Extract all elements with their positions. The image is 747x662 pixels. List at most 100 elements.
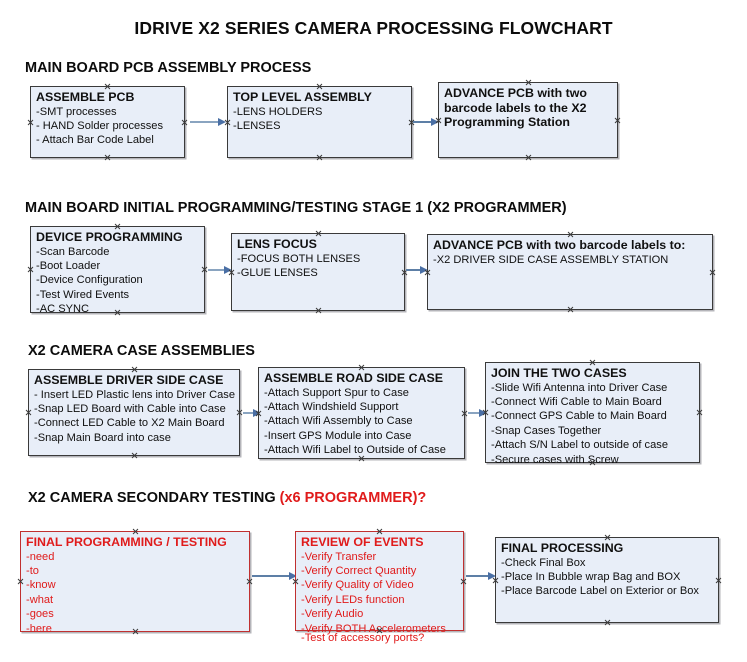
node-title: ASSEMBLE DRIVER SIDE CASE (34, 373, 224, 387)
resize-handle-top[interactable] (132, 528, 139, 535)
section-heading-4-accent: (x6 PROGRAMMER)? (279, 490, 427, 506)
node-title: ADVANCE PCB with two barcode labels to: (433, 238, 686, 252)
node-advance-pcb-stage1[interactable]: ADVANCE PCB with two barcode labels to t… (438, 82, 618, 158)
resize-handle-right[interactable] (460, 578, 467, 585)
node-line: - Insert LED Plastic lens into Driver Ca… (34, 388, 235, 401)
resize-handle-left[interactable] (25, 409, 32, 416)
resize-handle-bottom[interactable] (567, 306, 574, 313)
node-line: -goes (26, 608, 54, 621)
arrow-shaft (466, 575, 489, 577)
resize-handle-top[interactable] (567, 231, 574, 238)
resize-handle-right[interactable] (201, 266, 208, 273)
section-heading-4: X2 CAMERA SECONDARY TESTING (x6 PROGRAMM… (28, 490, 426, 506)
resize-handle-top[interactable] (376, 528, 383, 535)
resize-handle-left[interactable] (482, 409, 489, 416)
node-line: -Place In Bubble wrap Bag and BOX (501, 571, 681, 584)
resize-handle-bottom[interactable] (316, 154, 323, 161)
resize-handle-top[interactable] (316, 83, 323, 90)
node-assemble-driver-side-case[interactable]: ASSEMBLE DRIVER SIDE CASE - Insert LED P… (28, 369, 240, 456)
resize-handle-top[interactable] (525, 79, 532, 86)
node-line: -Verify BOTH Accelerometers (301, 622, 446, 635)
resize-handle-left[interactable] (255, 410, 262, 417)
resize-handle-left[interactable] (292, 578, 299, 585)
resize-handle-bottom[interactable] (131, 452, 138, 459)
arrow-shaft (208, 269, 225, 271)
node-title: JOIN THE TWO CASES (491, 366, 627, 380)
node-line: -Secure cases with Screw (491, 453, 619, 466)
node-line: -Connect LED Cable to X2 Main Board (34, 417, 225, 430)
node-line: -SMT processes (36, 105, 117, 118)
resize-handle-right[interactable] (614, 117, 621, 124)
node-lens-focus[interactable]: LENS FOCUS -FOCUS BOTH LENSES -GLUE LENS… (231, 233, 405, 311)
arrow-device-to-lens-focus (208, 265, 232, 275)
section-heading-1: MAIN BOARD PCB ASSEMBLY PROCESS (25, 60, 312, 76)
node-line: -Connect GPS Cable to Main Board (491, 410, 667, 423)
resize-handle-left[interactable] (424, 269, 431, 276)
node-final-programming-testing[interactable]: FINAL PROGRAMMING / TESTING -need -to -k… (17, 528, 253, 635)
resize-handle-right[interactable] (181, 119, 188, 126)
node-line: -Verify Quality of Video (301, 579, 414, 592)
resize-handle-left[interactable] (228, 269, 235, 276)
resize-handle-left[interactable] (492, 577, 499, 584)
resize-handle-right[interactable] (461, 410, 468, 417)
section-heading-2: MAIN BOARD INITIAL PROGRAMMING/TESTING S… (25, 200, 567, 216)
resize-handle-right[interactable] (709, 269, 716, 276)
node-assemble-pcb[interactable]: ASSEMBLE PCB -SMT processes - HAND Solde… (30, 86, 185, 158)
node-line: -Attach Windshield Support (264, 401, 399, 414)
resize-handle-right[interactable] (696, 409, 703, 416)
node-line: -Verify Transfer (301, 550, 377, 563)
resize-handle-left[interactable] (27, 266, 34, 273)
node-line: -Insert GPS Module into Case (264, 429, 412, 442)
node-line: -LENS HOLDERS (233, 105, 323, 118)
resize-handle-left[interactable] (27, 119, 34, 126)
node-top-level-assembly[interactable]: TOP LEVEL ASSEMBLY -LENS HOLDERS -LENSES (227, 86, 412, 158)
resize-handle-left[interactable] (435, 117, 442, 124)
resize-handle-right[interactable] (401, 269, 408, 276)
resize-handle-bottom[interactable] (525, 154, 532, 161)
node-title: ASSEMBLE PCB (36, 90, 135, 104)
resize-handle-bottom[interactable] (604, 619, 611, 626)
node-join-the-two-cases[interactable]: JOIN THE TWO CASES -Slide Wifi Antenna i… (482, 359, 703, 466)
node-line: -Test Wired Events (36, 288, 130, 301)
arrow-top-level-to-advance (413, 117, 439, 127)
node-review-of-events[interactable]: REVIEW OF EVENTS -Verify Transfer -Verif… (292, 528, 467, 644)
resize-handle-right[interactable] (236, 409, 243, 416)
node-final-processing[interactable]: FINAL PROCESSING -Check Final Box -Place… (495, 537, 719, 623)
resize-handle-left[interactable] (224, 119, 231, 126)
node-assemble-road-side-case[interactable]: ASSEMBLE ROAD SIDE CASE -Attach Support … (258, 367, 465, 459)
resize-handle-top[interactable] (315, 230, 322, 237)
resize-handle-top[interactable] (358, 364, 365, 371)
node-line: -what (26, 593, 54, 606)
node-line: -Check Final Box (501, 556, 586, 569)
arrow-review-to-final-processing (466, 571, 496, 581)
node-line: -know (26, 579, 56, 592)
node-line: -LENSES (233, 120, 281, 133)
node-advance-pcb-stage2[interactable]: ADVANCE PCB with two barcode labels to: … (427, 234, 713, 310)
resize-handle-top[interactable] (131, 366, 138, 373)
node-line: -Connect Wifi Cable to Main Board (491, 396, 662, 409)
node-line: -Snap Cases Together (491, 424, 602, 437)
node-line: -Verify Correct Quantity (301, 565, 417, 578)
node-line: - HAND Solder processes (36, 120, 164, 133)
resize-handle-top[interactable] (604, 534, 611, 541)
arrow-shaft (190, 121, 219, 123)
node-line: -Verify Audio (301, 608, 364, 621)
node-line: -GLUE LENSES (237, 267, 318, 280)
node-line: -to (26, 565, 39, 578)
node-line: -Device Configuration (36, 274, 143, 287)
node-device-programming[interactable]: DEVICE PROGRAMMING -Scan Barcode -Boot L… (27, 223, 208, 315)
resize-handle-right[interactable] (246, 578, 253, 585)
resize-handle-left[interactable] (17, 578, 24, 585)
arrow-shaft (252, 575, 290, 577)
arrow-shaft (468, 412, 480, 414)
node-line: -Snap LED Board with Cable into Case (34, 403, 226, 416)
resize-handle-top[interactable] (104, 83, 111, 90)
node-title: DEVICE PROGRAMMING (36, 230, 183, 244)
resize-handle-right[interactable] (408, 119, 415, 126)
arrow-shaft (406, 269, 421, 271)
resize-handle-bottom[interactable] (104, 154, 111, 161)
resize-handle-bottom[interactable] (315, 307, 322, 314)
resize-handle-right[interactable] (715, 577, 722, 584)
resize-handle-top[interactable] (114, 223, 121, 230)
resize-handle-top[interactable] (589, 359, 596, 366)
